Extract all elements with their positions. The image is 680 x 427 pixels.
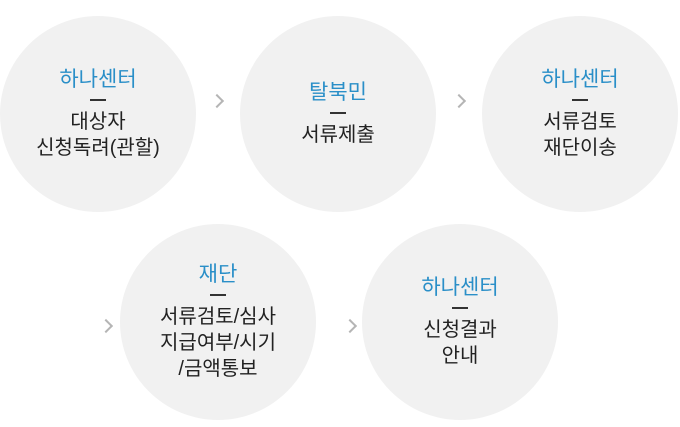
step-3: 하나센터 서류검토 재단이송 (482, 16, 678, 212)
step-title: 탈북민 (309, 81, 367, 104)
step-title: 재단 (198, 263, 238, 286)
step-5: 하나센터 신청결과 안내 (362, 224, 558, 420)
step-description: 대상자 신청독려(관할) (36, 111, 160, 159)
step-description: 서류제출 (301, 124, 375, 146)
divider (90, 99, 106, 101)
step-title: 하나센터 (421, 276, 499, 299)
step-2: 탈북민 서류제출 (240, 16, 436, 212)
step-title: 하나센터 (541, 68, 619, 91)
step-4: 재단 서류검토/심사 지급여부/시기 /금액통보 (120, 224, 316, 420)
step-1: 하나센터 대상자 신청독려(관할) (0, 16, 196, 212)
step-title: 하나센터 (59, 68, 137, 91)
divider (572, 99, 588, 101)
divider (452, 307, 468, 309)
chevron-right-icon (209, 93, 225, 109)
chevron-right-icon (98, 318, 114, 334)
divider (210, 294, 226, 296)
chevron-right-icon (342, 318, 358, 334)
chevron-right-icon (451, 93, 467, 109)
step-description: 서류검토/심사 지급여부/시기 /금액통보 (160, 306, 276, 380)
step-description: 서류검토 재단이송 (543, 111, 617, 159)
divider (330, 112, 346, 114)
step-description: 신청결과 안내 (423, 319, 497, 367)
